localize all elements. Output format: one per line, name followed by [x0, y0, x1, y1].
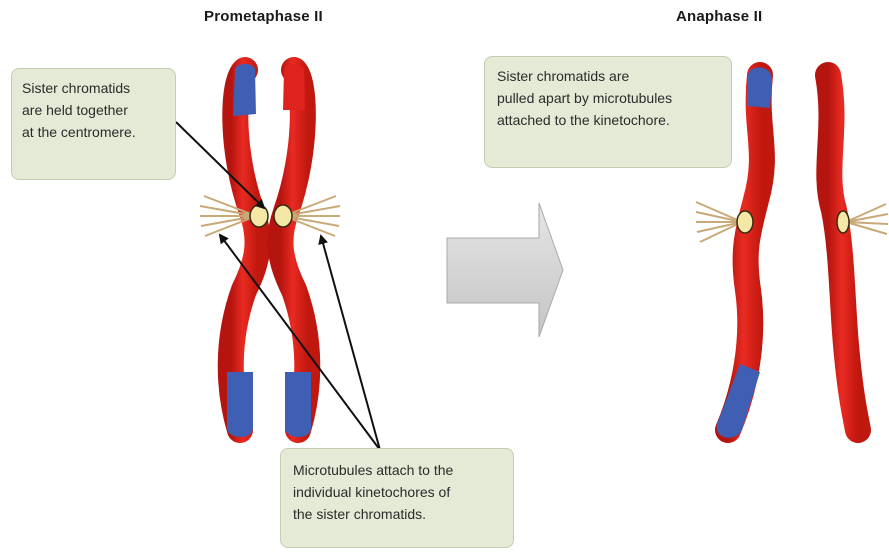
microtubules-callout: Microtubules attach to the individual ki…: [280, 448, 514, 548]
centromere-callout: Sister chromatids are held together at t…: [11, 68, 176, 180]
anaphase-left-kinetochore: [737, 211, 753, 233]
microtubules-callout-line: the sister chromatids.: [293, 503, 501, 525]
left-chromatid-bottom-tip: [227, 372, 253, 437]
pulled-apart-callout-line: pulled apart by microtubules: [497, 87, 719, 109]
centromere-callout-line: Sister chromatids: [22, 77, 165, 99]
microtubules-callout-line: Microtubules attach to the: [293, 459, 501, 481]
centromere-callout-line: at the centromere.: [22, 121, 165, 143]
centromere-callout-line: are held together: [22, 99, 165, 121]
right-kinetochore: [274, 205, 292, 227]
anaphase-right-kinetochore: [837, 211, 849, 233]
right-chromatid-bottom-tip: [285, 372, 311, 437]
progression-arrow: [447, 203, 563, 337]
anaphase-right-microtubules: [846, 204, 888, 234]
microtubules-callout-line: individual kinetochores of: [293, 481, 501, 503]
pulled-apart-callout-line: attached to the kinetochore.: [497, 109, 719, 131]
anaphase-left-bottom-tip: [717, 364, 760, 438]
anaphase-left-top-tip: [747, 67, 772, 108]
prometaphase-title: Prometaphase II: [204, 8, 323, 25]
left-kinetochore: [250, 205, 268, 227]
pulled-apart-callout-line: Sister chromatids are: [497, 65, 719, 87]
anaphase-right-chromatid: [828, 75, 858, 430]
pulled-apart-callout: Sister chromatids are pulled apart by mi…: [484, 56, 732, 168]
prometaphase-chromosome: [200, 64, 340, 437]
kinetochore-pointer-right: [321, 236, 380, 450]
right-chromatid-top-tip: [283, 64, 305, 110]
left-chromatid-top-tip: [233, 64, 256, 116]
anaphase-title: Anaphase II: [676, 8, 762, 25]
